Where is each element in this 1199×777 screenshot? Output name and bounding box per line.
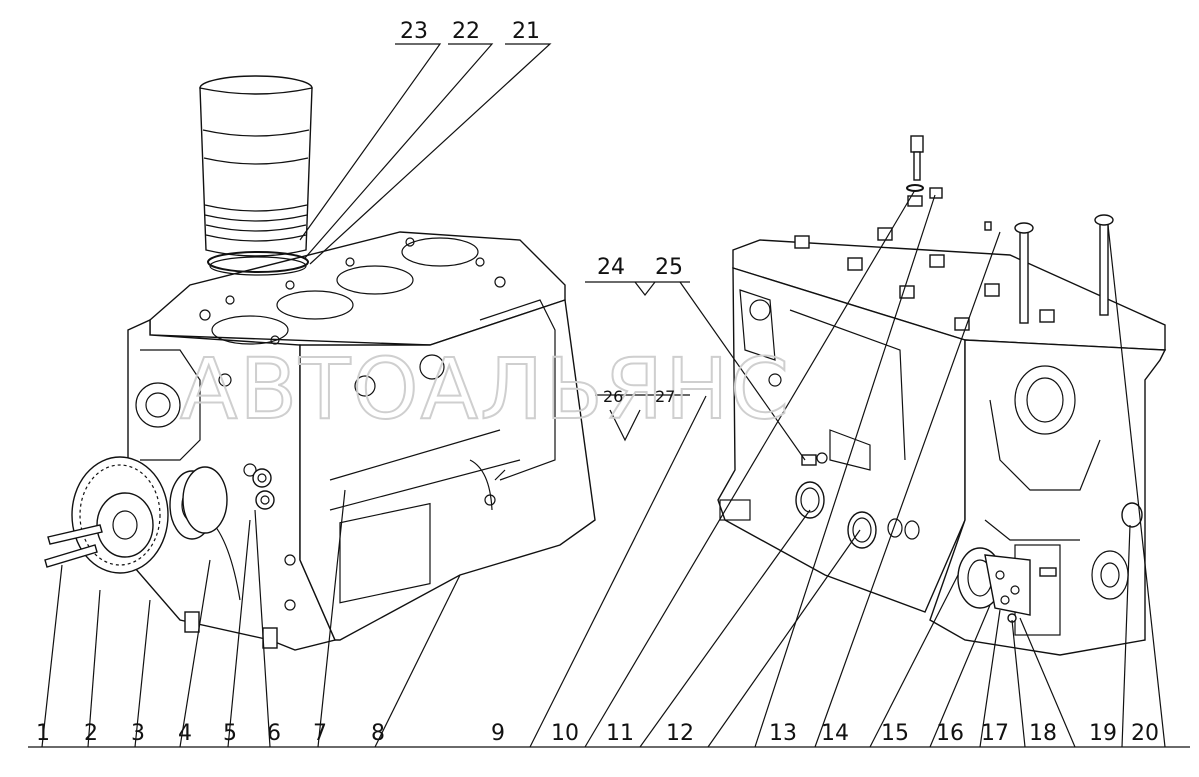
- callout-21: 21: [512, 19, 540, 44]
- callout-19: 19: [1089, 721, 1117, 746]
- o-ring-left: [795, 481, 825, 519]
- gear-bolt-1: [47, 524, 103, 545]
- left-engine-block: [127, 231, 596, 651]
- bearing-cap-bolts: [794, 227, 1055, 331]
- callout-1: 1: [36, 721, 50, 746]
- callout-3: 3: [131, 721, 145, 746]
- callout-24: 24: [597, 255, 625, 280]
- callout-12: 12: [666, 721, 694, 746]
- callout-25: 25: [655, 255, 683, 280]
- callout-13: 13: [769, 721, 797, 746]
- callout-27: 27: [655, 387, 675, 406]
- seal-ring-small-2: [255, 490, 275, 510]
- callout-23: 23: [400, 19, 428, 44]
- callout-10: 10: [551, 721, 579, 746]
- callout-16: 16: [936, 721, 964, 746]
- cylinder-liner: [199, 75, 313, 257]
- callout-14: 14: [821, 721, 849, 746]
- callout-22: 22: [452, 19, 480, 44]
- callout-8: 8: [371, 721, 385, 746]
- callout-18: 18: [1029, 721, 1057, 746]
- stud-bolt-1: [1019, 227, 1029, 324]
- gear-bolt-2: [44, 544, 98, 568]
- callout-11: 11: [606, 721, 634, 746]
- timing-gear: [71, 456, 228, 574]
- callout-26: 26: [603, 387, 623, 406]
- seal-ring-small-1: [252, 468, 272, 488]
- right-engine-block: [717, 227, 1167, 656]
- callout-7: 7: [313, 721, 327, 746]
- sealing-ring-upper: [207, 251, 309, 273]
- callout-4: 4: [178, 721, 192, 746]
- bolt-stack: [906, 135, 992, 231]
- callout-20: 20: [1131, 721, 1159, 746]
- o-ring-right: [847, 511, 877, 549]
- stud-bolt-2: [1099, 219, 1109, 316]
- callout-2: 2: [84, 721, 98, 746]
- callout-6: 6: [267, 721, 281, 746]
- sealing-ring-lower: [209, 256, 307, 276]
- plug: [801, 454, 817, 466]
- callout-15: 15: [881, 721, 909, 746]
- side-plug: [1121, 502, 1143, 528]
- callout-9: 9: [491, 721, 505, 746]
- callout-5: 5: [223, 721, 237, 746]
- pump-cover: [957, 547, 1057, 623]
- leader-lines: [28, 43, 1190, 748]
- callout-17: 17: [981, 721, 1009, 746]
- watermark-text: АВТОАЛЬЯНС: [180, 340, 791, 438]
